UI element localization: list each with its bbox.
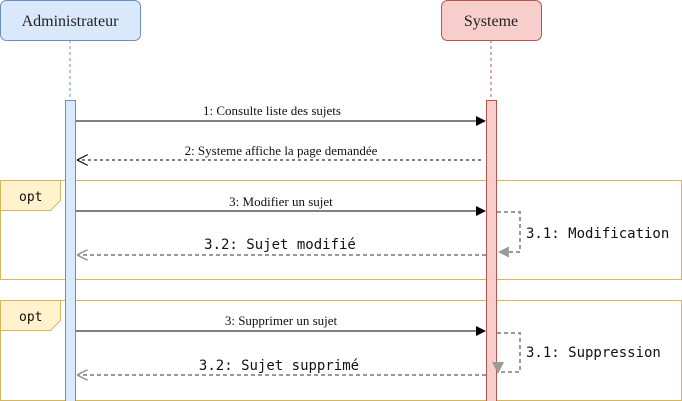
message-3-1-modification-arrow [497, 211, 521, 258]
actor-administrateur: Administrateur [0, 0, 141, 41]
opt-fragment-1-tab [0, 180, 61, 211]
actor-systeme: Systeme [441, 0, 542, 41]
opt-fragment-2-tab [0, 300, 61, 331]
message-2-label: 2: Systeme affiche la page demandée [185, 143, 378, 158]
activation-administrateur [65, 100, 76, 401]
message-3-supprimer-label: 3: Supprimer un sujet [225, 313, 338, 328]
opt-fragment-2-label: opt [19, 310, 42, 325]
actor-administrateur-label: Administrateur [22, 13, 120, 30]
message-3-2-modifie-label: 3.2: Sujet modifié [204, 237, 356, 253]
message-3-modifier-label: 3: Modifier un sujet [229, 194, 333, 209]
message-1-label: 1: Consulte liste des sujets [203, 103, 341, 118]
message-3-2-supprime-label: 3.2: Sujet supprimé [199, 358, 359, 374]
message-3-1-modification-label: 3.1: Modification [526, 226, 669, 242]
message-3-1-suppression-arrowhead [492, 362, 504, 374]
actor-systeme-label: Systeme [464, 13, 518, 30]
message-3-1-suppression-label: 3.1: Suppression [526, 345, 661, 361]
activation-systeme [486, 100, 497, 401]
opt-fragment-1-label: opt [19, 190, 42, 205]
